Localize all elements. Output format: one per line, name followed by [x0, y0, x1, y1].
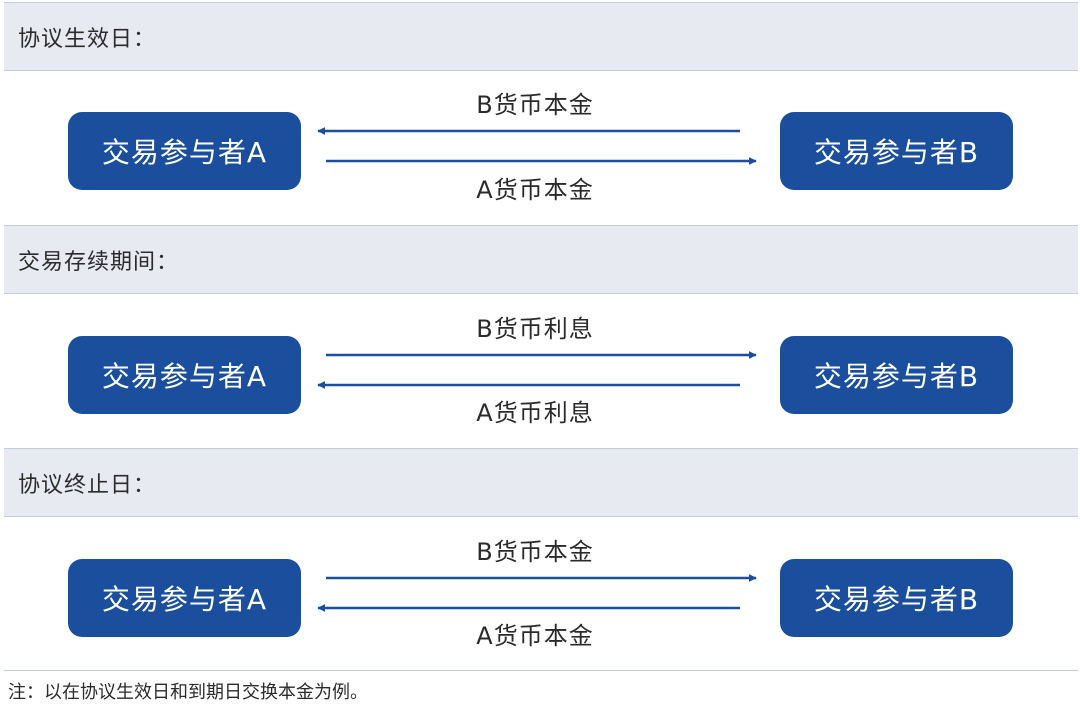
section-title: 协议生效日：: [18, 26, 157, 52]
flow-label-bottom: A货币利息: [476, 399, 594, 427]
flow-label-top: B货币本金: [476, 91, 594, 119]
party-a-box: 交易参与者A: [68, 336, 301, 414]
party-b-box: 交易参与者B: [780, 336, 1013, 414]
flow-label-bottom: A货币本金: [476, 622, 594, 650]
party-b-box: 交易参与者B: [780, 559, 1013, 637]
party-b-box: 交易参与者B: [780, 112, 1013, 190]
section-header-duration: 交易存续期间：: [4, 225, 1078, 294]
section-header-effective-date: 协议生效日：: [4, 2, 1078, 71]
section-title: 协议终止日：: [18, 472, 157, 498]
bottom-divider: [4, 670, 1078, 671]
footnote: 注：以在协议生效日和到期日交换本金为例。: [8, 682, 368, 703]
flow-label-top: B货币本金: [476, 538, 594, 566]
section-header-termination-date: 协议终止日：: [4, 448, 1078, 517]
party-a-box: 交易参与者A: [68, 112, 301, 190]
party-a-box: 交易参与者A: [68, 559, 301, 637]
flow-label-top: B货币利息: [476, 315, 594, 343]
section-title: 交易存续期间：: [18, 249, 180, 275]
flow-label-bottom: A货币本金: [476, 176, 594, 204]
